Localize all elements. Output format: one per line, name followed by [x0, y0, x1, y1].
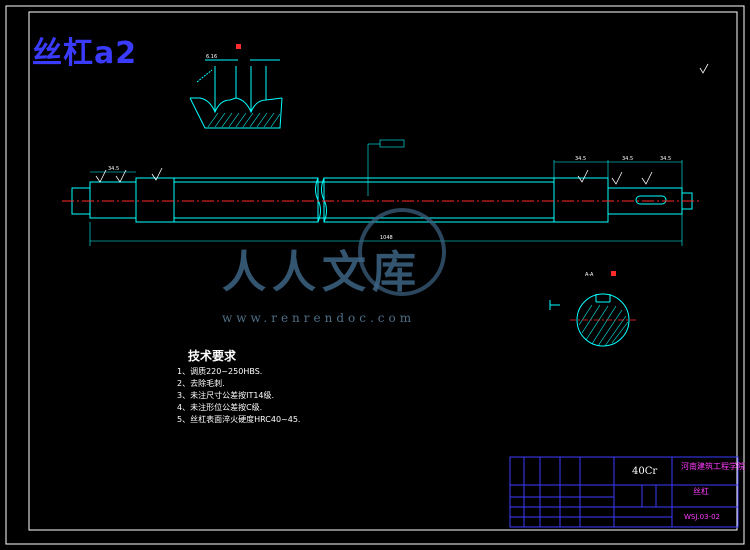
dim-right-1: 34.5 [575, 156, 586, 162]
dim-right-2: 34.5 [622, 156, 633, 162]
watermark-logo-text: 人人文库 [222, 247, 422, 298]
watermark-ring [358, 208, 446, 296]
title-block [509, 456, 739, 528]
tech-requirement-item: 5、丝杠表面淬火硬度HRC40~45. [177, 415, 301, 424]
inner-frame [28, 11, 738, 531]
section-hatch [578, 304, 629, 347]
roughness-marks [95, 63, 709, 185]
title-block-school: 河南建筑工程学院 [681, 462, 745, 471]
title-block-material: 40Cr [632, 466, 658, 477]
tech-requirements-heading: 技术要求 [188, 349, 237, 363]
leader-callout-box [379, 139, 405, 148]
thread-hatch [207, 112, 281, 128]
watermark-url: www.renrendoc.com [222, 311, 416, 325]
dimension-texts: 1048 34.5 34.5 34.5 34.5 6.16 [108, 54, 671, 241]
thread-detail [189, 59, 283, 129]
section-view [549, 293, 630, 347]
tech-requirement-item: 1、调质220~250HBS. [177, 367, 263, 376]
tech-requirement-item: 2、去除毛刺. [177, 379, 225, 388]
section-label-marker [611, 271, 616, 276]
dim-pitch: 6.16 [206, 54, 217, 60]
dim-left: 34.5 [108, 166, 119, 172]
drawing-title: 丝杠a2 [32, 36, 138, 71]
section-label: A-A [585, 272, 594, 278]
tech-requirement-item: 4、未注形位公差按C级. [177, 403, 263, 412]
title-block-part-name: 丝杠 [693, 487, 709, 496]
dimension-lines [89, 143, 683, 246]
dim-right-3: 34.5 [660, 156, 671, 162]
detail-label-marker [236, 44, 241, 49]
outer-frame [5, 5, 745, 545]
title-block-drawing-number: WSJ.03-02 [684, 513, 720, 521]
tech-requirement-item: 3、未注尺寸公差按IT14级. [177, 391, 275, 400]
dim-overall-length: 1048 [380, 235, 393, 241]
